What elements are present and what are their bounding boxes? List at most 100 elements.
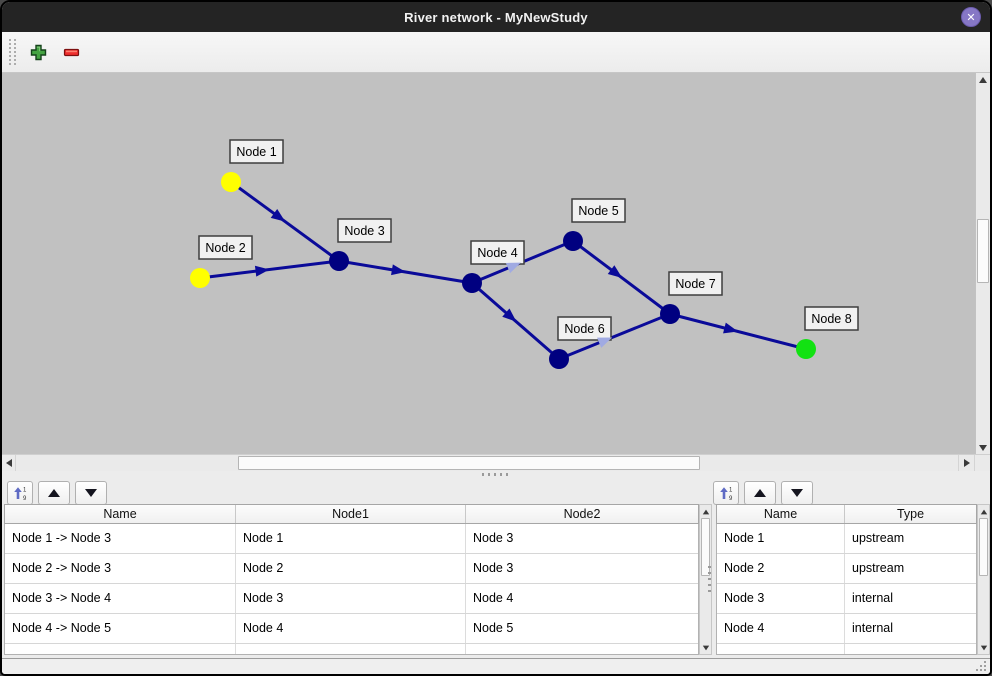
titlebar: River network - MyNewStudy ✕ <box>2 2 990 32</box>
node-label: Node 5 <box>578 204 618 218</box>
network-node[interactable] <box>190 268 210 288</box>
scroll-down-button[interactable] <box>976 441 990 454</box>
table-row[interactable] <box>5 644 698 654</box>
edge-arrow-highlight-icon <box>505 262 521 274</box>
column-header[interactable]: Node2 <box>563 507 601 521</box>
node-label: Node 1 <box>236 145 276 159</box>
node-label-box <box>557 316 612 341</box>
node-label-box <box>470 240 525 265</box>
table-cell: Node 3 <box>717 584 845 613</box>
network-node[interactable] <box>462 273 482 293</box>
table-cell: upstream <box>852 531 905 545</box>
scroll-up-button[interactable] <box>976 73 990 86</box>
horizontal-scroll-track[interactable] <box>16 455 958 471</box>
network-node[interactable] <box>796 339 816 359</box>
window-title: River network - MyNewStudy <box>404 9 588 25</box>
table-cell <box>466 644 698 654</box>
edge-line[interactable] <box>558 312 671 361</box>
scroll-up-button[interactable] <box>700 505 711 518</box>
scroll-up-button[interactable] <box>978 505 989 518</box>
close-icon: ✕ <box>966 11 976 24</box>
horizontal-splitter[interactable] <box>2 471 990 478</box>
vertical-scroll-thumb[interactable] <box>977 219 989 283</box>
remove-button[interactable] <box>58 39 84 65</box>
canvas-horizontal-scrollbar[interactable] <box>2 454 990 471</box>
edge-arrow-icon <box>723 322 738 334</box>
vertical-scroll-thumb[interactable] <box>979 518 988 576</box>
network-node[interactable] <box>660 304 680 324</box>
canvas-vertical-scrollbar[interactable] <box>975 73 990 454</box>
network-node[interactable] <box>221 172 241 192</box>
move-up-nodes-button[interactable] <box>744 481 776 505</box>
network-node[interactable] <box>563 231 583 251</box>
move-up-links-button[interactable] <box>38 481 70 505</box>
table-cell: Node 2 <box>236 554 466 583</box>
table-cell: upstream <box>852 561 905 575</box>
edge-arrow-icon <box>502 308 517 322</box>
vertical-splitter-handle[interactable] <box>708 566 711 592</box>
node-label-box <box>571 198 626 223</box>
down-arrow-icon <box>85 489 97 497</box>
vertical-scroll-thumb[interactable] <box>701 518 710 576</box>
network-node[interactable] <box>549 349 569 369</box>
network-node[interactable] <box>329 251 349 271</box>
column-header[interactable]: Type <box>896 507 925 521</box>
node-label: Node 4 <box>477 246 517 260</box>
scroll-left-button[interactable] <box>2 455 16 471</box>
sort-links-button[interactable]: 1 9 <box>7 481 33 505</box>
move-down-links-button[interactable] <box>75 481 107 505</box>
edge-arrow-highlight-icon <box>597 337 613 348</box>
table-cell: Node 4 <box>717 614 845 643</box>
svg-text:9: 9 <box>729 496 733 501</box>
sort-nodes-button[interactable]: 1 9 <box>713 481 739 505</box>
nodes-table-header: Name Type <box>716 504 977 524</box>
up-arrow-icon <box>754 489 766 497</box>
edge-arrow-icon <box>270 208 286 222</box>
edge-line[interactable] <box>199 259 340 280</box>
scroll-down-button[interactable] <box>978 641 989 654</box>
resize-grip-icon[interactable] <box>972 661 986 671</box>
scrollbar-corner <box>975 455 990 471</box>
table-cell <box>236 644 466 654</box>
minus-icon <box>63 48 79 56</box>
node-label: Node 8 <box>811 312 851 326</box>
table-cell <box>845 644 976 654</box>
scroll-up-icon <box>980 509 987 514</box>
add-button[interactable] <box>25 39 51 65</box>
column-header[interactable]: Node1 <box>236 505 466 523</box>
edge-arrow-icon <box>391 264 406 276</box>
links-table-scrollbar[interactable] <box>699 504 712 655</box>
table-row[interactable] <box>717 644 976 654</box>
svg-text:9: 9 <box>23 496 27 501</box>
horizontal-scroll-thumb[interactable] <box>238 456 700 470</box>
edge-line[interactable] <box>669 312 807 351</box>
column-header[interactable]: Name <box>5 505 236 523</box>
table-cell: Node 2 -> Node 3 <box>5 554 236 583</box>
column-header[interactable]: Name <box>717 505 845 523</box>
move-down-nodes-button[interactable] <box>781 481 813 505</box>
svg-text:1: 1 <box>23 487 27 493</box>
scroll-down-button[interactable] <box>700 641 711 654</box>
close-button[interactable]: ✕ <box>961 7 981 27</box>
toolbar-grip-handle[interactable] <box>9 39 16 65</box>
scroll-right-button[interactable] <box>958 455 975 471</box>
nodes-table-scrollbar[interactable] <box>977 504 990 655</box>
node-label-box <box>668 271 723 296</box>
status-bar <box>2 658 990 674</box>
scroll-up-icon <box>979 76 987 83</box>
node-label: Node 6 <box>564 322 604 336</box>
